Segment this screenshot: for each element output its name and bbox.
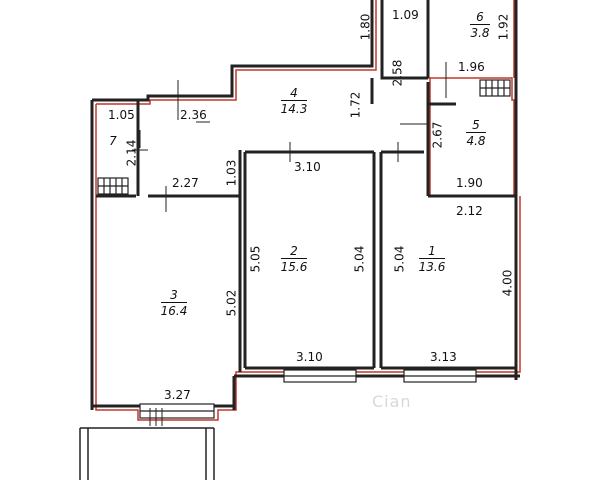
room-7-number: 7 <box>109 134 117 148</box>
room-5-number: 5 <box>472 118 480 132</box>
dimension-label: 2.67 <box>430 121 445 149</box>
dimension-label: 2.36 <box>180 108 207 122</box>
room-1-number: 1 <box>428 244 436 258</box>
dimension-label: 5.04 <box>392 245 407 273</box>
room-5-area: 4.8 <box>466 132 486 148</box>
dimension-label: 3.10 <box>296 350 323 364</box>
room-4-area: 14.3 <box>280 100 308 116</box>
dimension-label: 2.58 <box>390 59 405 87</box>
dimension-label: 1.03 <box>224 159 239 187</box>
walls <box>90 0 520 410</box>
room-2-area: 15.6 <box>280 258 308 274</box>
dimension-label: 3.13 <box>430 350 457 364</box>
dimension-label: 3.27 <box>164 388 191 402</box>
dimension-label: 2.14 <box>124 139 139 167</box>
room-6-number: 6 <box>476 10 484 24</box>
room-1-area: 13.6 <box>418 258 446 274</box>
dimension-label: 4.00 <box>500 269 515 297</box>
dimension-label: 5.02 <box>224 289 239 317</box>
dimension-label: 3.10 <box>294 160 321 174</box>
dimension-label: 2.27 <box>172 176 199 190</box>
dimension-label: 1.05 <box>108 108 135 122</box>
watermark: Cian <box>372 392 412 411</box>
dimension-label: 5.04 <box>352 245 367 273</box>
room-2-number: 2 <box>290 244 298 258</box>
room-3-area: 16.4 <box>160 302 188 318</box>
windows <box>139 369 477 419</box>
balcony <box>79 427 215 480</box>
vent-shafts <box>97 79 511 195</box>
dimension-label: 1.92 <box>496 13 511 41</box>
room-3-number: 3 <box>170 288 178 302</box>
dimension-label: 1.96 <box>458 60 485 74</box>
dimension-label: 2.12 <box>456 204 483 218</box>
door-markers <box>132 62 447 212</box>
dimension-label: 1.72 <box>348 91 363 119</box>
dimension-label: 1.80 <box>358 13 373 41</box>
dimension-label: 1.90 <box>456 176 483 190</box>
dimension-label: 5.05 <box>248 245 263 273</box>
room-4-number: 4 <box>290 86 298 100</box>
dimension-label: 1.09 <box>392 8 419 22</box>
sill-marks <box>149 408 163 426</box>
room-6-area: 3.8 <box>470 24 490 40</box>
